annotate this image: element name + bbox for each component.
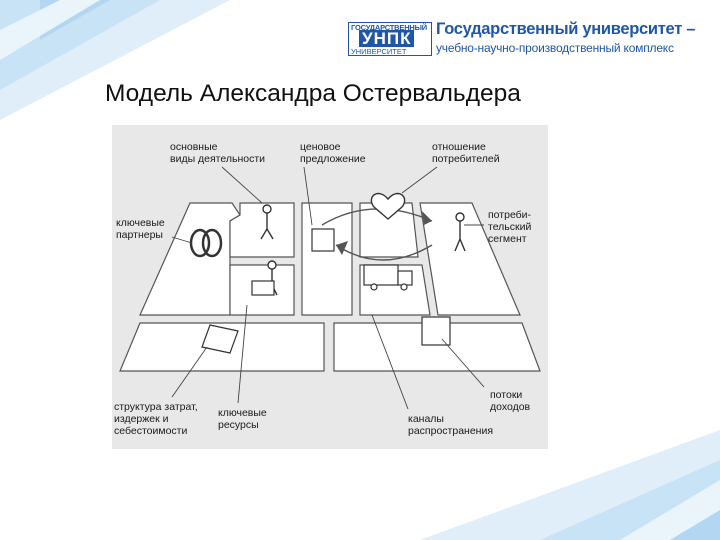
logo-emblem: ГОСУДАРСТВЕННЫЙ УНПК УНИВЕРСИТЕТ	[348, 22, 432, 56]
revenue-streams-block	[333, 322, 541, 372]
label-revenue-streams: потоки доходов	[490, 389, 531, 413]
label-key-activities: основные виды деятельности	[170, 141, 266, 165]
logo-emblem-top: ГОСУДАРСТВЕННЫЙ	[351, 23, 427, 32]
truck-body	[363, 264, 399, 286]
gift-box	[311, 228, 335, 252]
logo-university-name: Государственный университет –	[436, 20, 696, 38]
person-activities-head	[262, 204, 272, 214]
top-arrow	[321, 208, 433, 226]
corner-decoration-bottom-right	[420, 430, 720, 540]
person-resources-head	[267, 260, 277, 270]
business-model-diagram: основные виды деятельности ценовое предл…	[112, 125, 548, 449]
label-value-proposition: ценовое предложение	[300, 141, 366, 165]
top-arrow-head	[422, 211, 432, 225]
logo-university-subtitle: учебно-научно-производственный комплекс	[436, 41, 674, 55]
bottom-arrow-head	[336, 241, 348, 255]
diagram-drawing	[112, 125, 548, 449]
slide-title: Модель Александра Остервальдера	[105, 80, 521, 107]
resource-crate	[251, 280, 275, 296]
university-logo: ГОСУДАРСТВЕННЫЙ УНПК УНИВЕРСИТЕТ Государ…	[348, 18, 695, 60]
cash-register	[421, 316, 451, 346]
logo-emblem-mid: УНПК	[359, 30, 415, 47]
label-cost-structure: структура затрат, издержек и себестоимос…	[114, 401, 198, 437]
ring-right	[201, 228, 223, 258]
label-channels: каналы распространения	[408, 413, 494, 437]
label-customer-relationships: отношение потребителей	[432, 141, 500, 165]
label-key-resources: ключевые ресурсы	[218, 407, 267, 431]
key-activities-block	[229, 202, 295, 258]
value-proposition-block	[301, 202, 353, 316]
cost-document	[201, 324, 239, 354]
person-segment-head	[455, 212, 465, 222]
truck-cab	[397, 270, 413, 286]
logo-emblem-bottom: УНИВЕРСИТЕТ	[351, 47, 407, 56]
label-key-partners: ключевые партнеры	[116, 217, 165, 241]
label-customer-segments: потреби- тельский сегмент	[488, 209, 532, 245]
heart-shape	[370, 192, 406, 220]
customer-segments-block	[419, 202, 521, 316]
bottom-arrow	[335, 244, 433, 261]
corner-decoration-top-left	[0, 0, 230, 120]
